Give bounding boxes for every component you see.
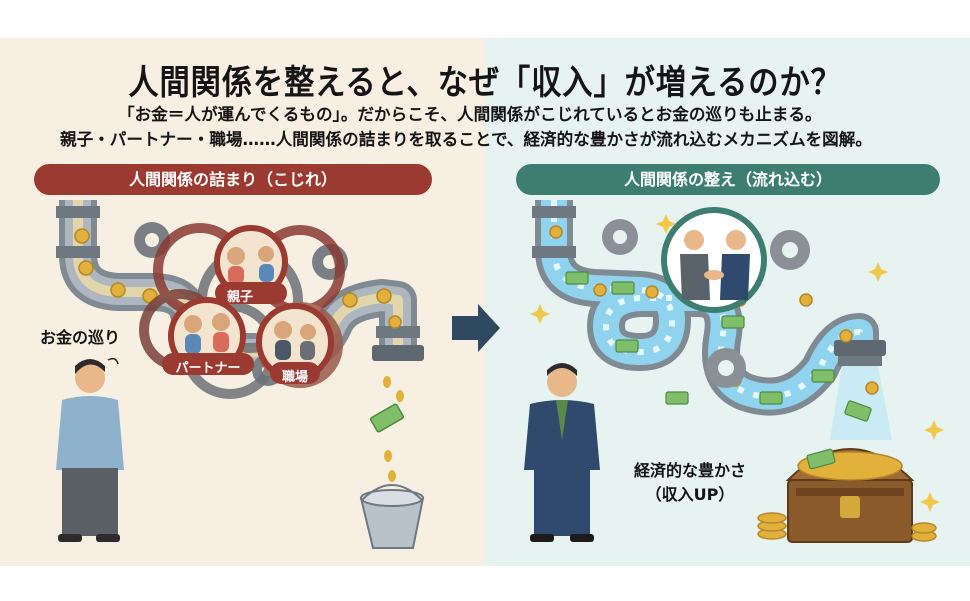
sparkle-icon (530, 214, 944, 512)
bucket-icon (359, 484, 425, 549)
page-title: 人間関係を整えると、なぜ「収入」が増えるのか？ (128, 63, 842, 103)
relationship-circle-workplace (256, 303, 334, 384)
dripping-drops (383, 376, 404, 482)
coin-stack (757, 512, 937, 542)
label-money-flow: お金の巡り (40, 328, 121, 347)
relationship-circle-partner (162, 297, 254, 375)
handshake-circle (661, 207, 767, 313)
arrow-right-icon (452, 304, 500, 352)
flow-into-chest (830, 366, 892, 440)
left-banner: 人間関係の詰まり（こじれ） (34, 164, 432, 195)
label-economic-wealth: 経済的な豊かさ（収入UP） (633, 461, 746, 504)
confident-businessman (524, 363, 600, 542)
label-partner: パートナー (175, 361, 241, 376)
subtitle-line-1: 「お金＝人が運んでくるもの」。だからこそ、人間関係がこじれているとお金の巡りも止… (118, 105, 822, 124)
label-parent-child: 親子 (226, 290, 253, 305)
relationship-circle-parent-child (214, 225, 288, 304)
label-workplace: 職場 (281, 370, 308, 385)
falling-bill (369, 403, 405, 433)
subtitle-line-2: 親子・パートナー・職場……人間関係の詰まりを取ることで、経済的な豊かさが流れ込む… (60, 130, 872, 149)
treasure-chest-icon (785, 448, 915, 543)
right-banner: 人間関係の整え（流れ込む） (516, 164, 940, 195)
pipe-outlet (372, 345, 424, 361)
worried-man (56, 357, 124, 542)
pipe-joint (56, 206, 100, 218)
right-gears (602, 219, 810, 388)
handshake-icon (704, 270, 724, 280)
